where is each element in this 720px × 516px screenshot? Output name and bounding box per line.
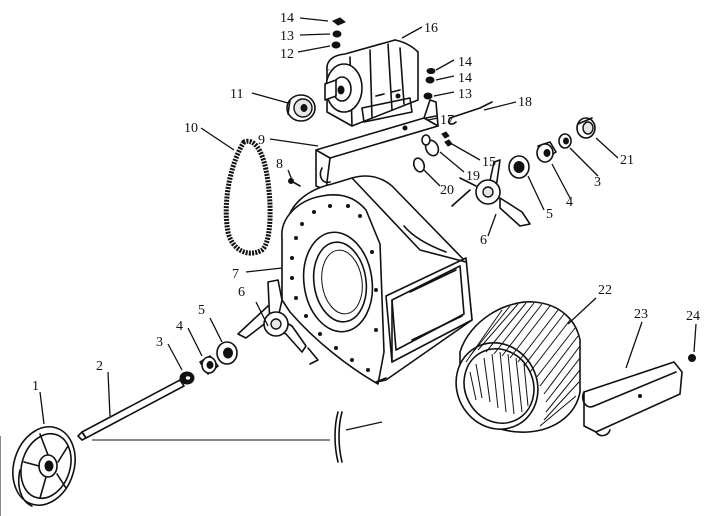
callout-12-top-left: 12 <box>280 47 294 62</box>
part-6-bearing-arm-left <box>237 279 307 353</box>
callout-21: 22 <box>598 283 612 298</box>
callout-22: 23 <box>634 307 648 322</box>
callout-14-right: 14 <box>458 55 472 70</box>
callout-5-right: 5 <box>546 207 553 222</box>
callout-18: 19 <box>466 169 480 184</box>
part-3-washer-left <box>179 371 195 385</box>
callout-1: 1 <box>32 379 39 394</box>
callout-9: 9 <box>258 133 265 148</box>
part-2-shaft <box>77 379 330 441</box>
part-4-collar-left <box>199 355 219 375</box>
part-8-screw <box>288 178 301 187</box>
part-3-washer-right <box>558 133 572 149</box>
callout-19: 20 <box>440 183 454 198</box>
part-22-cutoff-plate <box>581 361 683 437</box>
callout-3-right: 3 <box>594 175 601 190</box>
callout-6-right: 6 <box>480 233 487 248</box>
part-1-blower-pulley <box>0 426 76 516</box>
callout-10: 10 <box>184 121 198 136</box>
callout-23: 24 <box>686 309 700 324</box>
callout-13-top-left: 13 <box>280 29 294 44</box>
callout-14-top-left: 14 <box>280 11 294 26</box>
part-5-bearing-right <box>508 155 530 179</box>
callout-17: 18 <box>518 95 532 110</box>
part-7-blower-housing <box>281 175 473 385</box>
parts-12-13-14-hardware-right <box>423 68 453 147</box>
part-20-bushing-right <box>576 117 596 139</box>
callout-12-right: 13 <box>458 87 472 102</box>
callout-8: 8 <box>276 157 283 172</box>
callout-16: 17 <box>440 113 454 128</box>
callout-14-lower: 15 <box>482 155 496 170</box>
callout-4-left: 4 <box>176 319 183 334</box>
part-21-blower-wheel <box>455 301 581 433</box>
part-23-screw <box>688 354 696 362</box>
part-19-grommet <box>412 157 426 173</box>
callout-6-left: 6 <box>238 285 245 300</box>
callout-13-right: 14 <box>458 71 472 86</box>
part-24-seal-strip <box>334 411 343 463</box>
callout-7: 7 <box>232 267 239 282</box>
callout-5-left: 5 <box>198 303 205 318</box>
callout-labels: 14 13 12 16 14 14 13 11 18 17 10 9 15 8 … <box>32 11 700 394</box>
part-5-bearing-left <box>216 341 238 365</box>
callout-11: 11 <box>230 87 243 102</box>
part-10-belt <box>223 138 273 256</box>
part-16-bolt <box>425 115 437 119</box>
part-17-clip <box>447 101 493 125</box>
part-4-collar-right <box>536 141 557 163</box>
parts-12-13-14-hardware-left <box>331 17 346 49</box>
part-15-motor <box>324 39 419 127</box>
callout-4-right: 4 <box>566 195 573 210</box>
callout-20: 21 <box>620 153 634 168</box>
callout-2: 2 <box>96 359 103 374</box>
part-18-bushing <box>421 134 440 157</box>
part-6-bearing-arm-right <box>451 159 531 227</box>
part-11-motor-pulley <box>286 94 316 122</box>
callout-leaders <box>39 17 697 431</box>
callout-15: 16 <box>424 21 438 36</box>
callout-3-left: 3 <box>156 335 163 350</box>
